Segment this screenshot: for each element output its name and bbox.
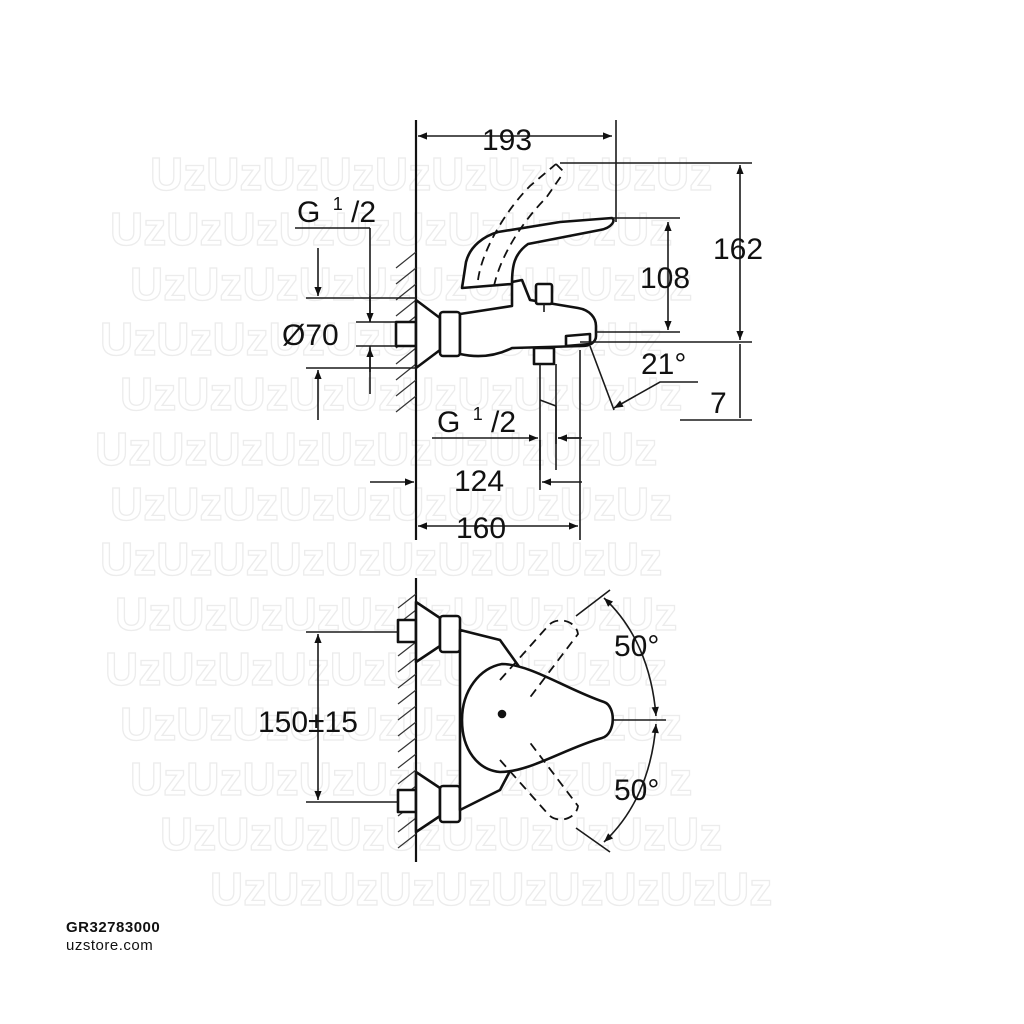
dim-160: 160 [456, 512, 506, 545]
arc-swivel-down [603, 723, 659, 843]
dim-162: 162 [713, 233, 763, 266]
watermark-row: UzUzUzUzUzUzUzUzUzUz [150, 148, 712, 200]
thread-outlet-label: G 1 /2 [437, 394, 516, 439]
dim-21-deg: 21° [641, 348, 686, 381]
dim-108: 108 [640, 262, 690, 295]
lever-raised-position [477, 163, 565, 287]
product-code: GR32783000 [66, 919, 161, 936]
watermark-row: UzUzUzUzUzUzUzUzUzUz [210, 863, 772, 915]
dim-50-deg-up: 50° [614, 630, 659, 663]
watermark-row: UzUzUzUzUzUzUzUzUzUz [100, 533, 662, 585]
thread-top-label: G 1 /2 [297, 184, 376, 229]
side-view: 193 162 108 7 21° G 1 /2 [282, 120, 763, 545]
bottom-inlet-connector [396, 788, 418, 814]
dim-124: 124 [454, 465, 504, 498]
dim-193: 193 [482, 124, 532, 157]
watermark-row: UzUzUzUzUzUzUzUzUzUz [105, 643, 667, 695]
lever-swivel-down [499, 739, 579, 821]
top-nut [438, 614, 462, 654]
spout-tip [564, 332, 592, 348]
watermark-row: UzUzUzUzUzUzUzUzUzUz [95, 423, 657, 475]
store-website: uzstore.com [66, 937, 154, 954]
inlet-connector [394, 320, 418, 348]
lever-handle [460, 216, 615, 290]
mixer-body [458, 278, 598, 358]
arc-swivel-up [603, 597, 659, 717]
dim-150-tolerance: 150±15 [258, 706, 358, 739]
lever-swivel-up [499, 619, 579, 701]
watermark-row: UzUzUzUzUzUzUzUzUzUz [130, 258, 692, 310]
bottom-nut [438, 784, 462, 824]
shower-outlet [532, 346, 556, 366]
top-inlet-connector [396, 618, 418, 644]
union-nut [438, 310, 462, 358]
dim-diameter-70: Ø70 [282, 319, 339, 352]
dim-7: 7 [710, 387, 727, 420]
indicator-dot [497, 709, 507, 719]
watermark-row: UzUzUzUzUzUzUzUzUzUz [110, 478, 672, 530]
front-view: 50° 50° 150±15 [258, 578, 666, 862]
angle-arc-21 [613, 381, 698, 409]
front-lever [460, 662, 615, 774]
diverter-knob [534, 282, 554, 306]
dim-50-deg-down: 50° [614, 774, 659, 807]
